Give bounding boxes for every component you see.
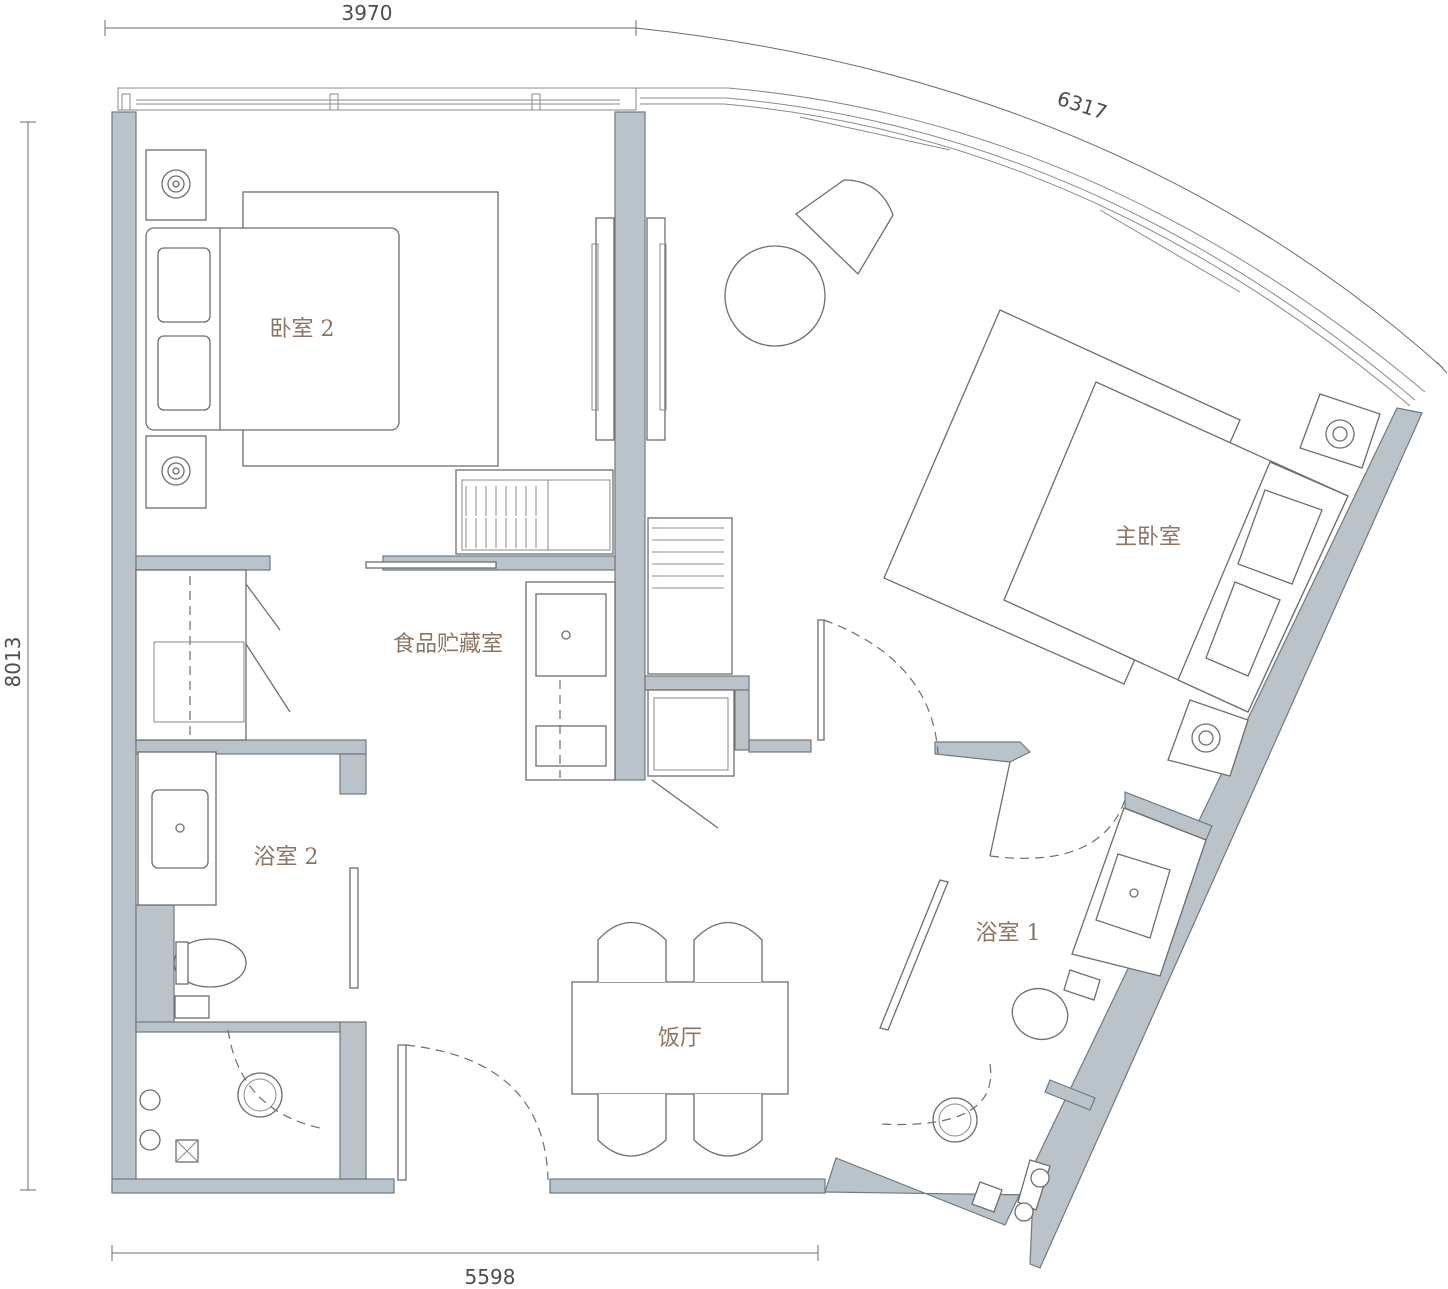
toilet-icon (173, 938, 247, 1019)
bedroom-2-wardrobe (455, 469, 614, 555)
entry-door (397, 1044, 549, 1181)
nightstand-master-icon (1167, 393, 1381, 777)
shower-drain-icon (139, 1029, 321, 1163)
closet-bedroom-2 (135, 569, 291, 741)
dimension-arc-label: 6317 (1054, 86, 1110, 125)
room-label-master-bedroom: 主卧室 (1115, 525, 1181, 550)
dimension-left-label: 8013 (1, 637, 25, 688)
room-label-bedroom-2: 卧室 2 (270, 317, 335, 342)
master-door (817, 619, 939, 755)
dimension-top-label: 3970 (342, 1, 393, 25)
shower-drain-1-icon (879, 1063, 1051, 1222)
window-curved (636, 87, 1426, 407)
pantry-shelves (647, 517, 735, 829)
dining-chair-icon (597, 921, 763, 1157)
dimension-bottom: 5598 (111, 1245, 819, 1289)
dimension-bottom-label: 5598 (465, 1265, 516, 1289)
room-label-pantry: 食品贮藏室 (393, 632, 503, 657)
bedroom-2-bed (145, 191, 499, 467)
dimension-top: 3970 (104, 1, 637, 36)
master-bedroom-chair (724, 179, 894, 347)
sliding-door-panels (365, 217, 667, 569)
toilet-1-icon (1011, 969, 1101, 1041)
nightstand-lamp-icon (145, 149, 207, 509)
room-label-bathroom-1: 浴室 1 (976, 921, 1041, 946)
bathroom-2-vanity (137, 751, 217, 906)
bathroom-1-door (989, 761, 1126, 859)
pantry-counter (525, 581, 616, 781)
room-label-dining: 饭厅 (658, 1026, 702, 1051)
dimension-left: 8013 (1, 121, 36, 1191)
bathroom-2-door (349, 867, 359, 989)
master-bedroom-bed (883, 309, 1349, 713)
dining-table (571, 981, 789, 1095)
room-label-bathroom-2: 浴室 2 (254, 845, 319, 870)
bathroom-1-partition (879, 879, 949, 1031)
bathroom-1-vanity (1071, 807, 1207, 977)
window-top (117, 87, 637, 111)
walls (111, 111, 1423, 1269)
